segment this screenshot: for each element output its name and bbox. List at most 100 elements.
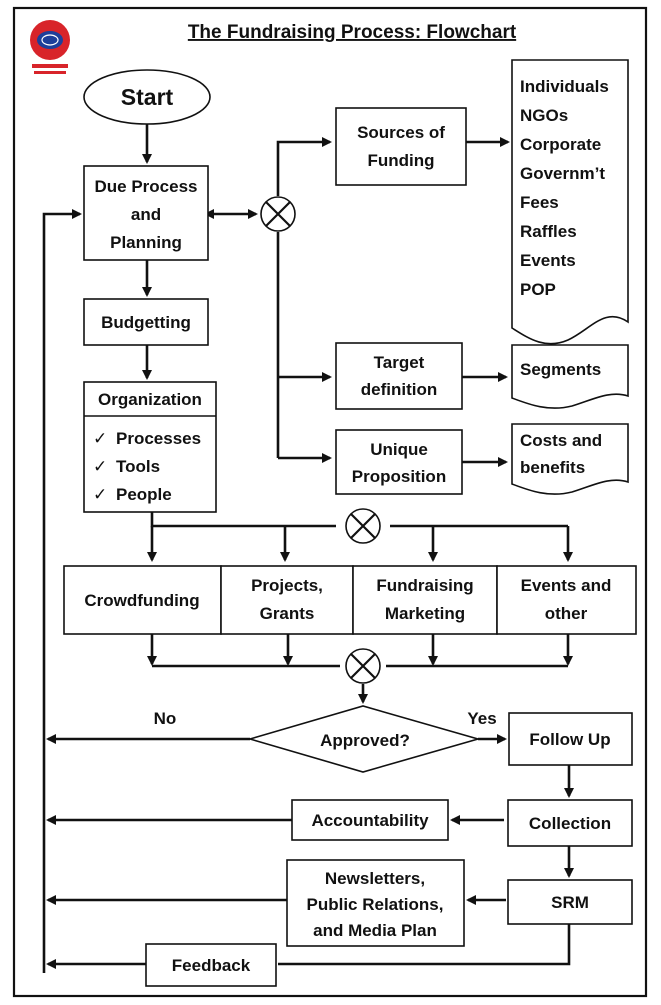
collection-label: Collection — [529, 814, 611, 833]
decision-no-label: No — [154, 709, 177, 728]
collection-box — [507, 799, 633, 847]
budgetting-node: Budgetting — [83, 298, 209, 346]
unique-line-2: Proposition — [352, 467, 446, 486]
sources-line-2: Funding — [367, 151, 434, 170]
organization-header: Organization — [98, 390, 202, 409]
due-process-box — [83, 165, 209, 261]
costs-document — [511, 423, 629, 495]
organization-node: Organization ✓ Processes ✓ Tools ✓ Peopl… — [83, 381, 217, 513]
page-title: The Fundraising Process: Flowchart — [188, 22, 517, 43]
decision-yes-label: Yes — [467, 709, 496, 728]
costs-node: Costs and benefits — [511, 423, 629, 495]
target-line-2: definition — [361, 380, 437, 399]
junction-3 — [345, 648, 381, 684]
sources-line-1: Sources of — [357, 123, 445, 142]
due-process-line-3: Planning — [110, 233, 182, 252]
check-icon: ✓ — [93, 485, 107, 504]
organization-item-processes: Processes — [116, 429, 201, 448]
feedback-label: Feedback — [172, 956, 251, 975]
newsletters-box — [286, 859, 465, 947]
junction-1 — [260, 196, 296, 232]
logo-globe-line — [41, 34, 59, 46]
newsletters-node: Newsletters, Public Relations, and Media… — [286, 859, 465, 947]
target-line-1: Target — [374, 353, 425, 372]
decision-diamond — [247, 705, 481, 773]
org-to-junction-2 — [150, 512, 336, 528]
newsletters-line-3: and Media Plan — [313, 921, 437, 940]
unique-node: Unique Proposition — [335, 429, 463, 495]
junction-2 — [345, 508, 381, 544]
start-ellipse — [83, 69, 211, 125]
arrow-junction-to-sources — [276, 137, 332, 196]
newsletters-line-2: Public Relations, — [307, 895, 444, 914]
budgetting-label: Budgetting — [101, 313, 191, 332]
follow-up-node: Follow Up — [508, 712, 633, 766]
connectors — [42, 124, 574, 973]
channel-events-line-1: Events and — [521, 576, 612, 595]
channel-projects-line-1: Projects, — [251, 576, 323, 595]
channel-events-line-2: other — [545, 604, 588, 623]
segments-label: Segments — [520, 360, 601, 379]
accountability-node: Accountability — [291, 799, 449, 841]
outer-frame — [12, 6, 648, 998]
channel-events-box — [496, 565, 637, 635]
sources-list-item: Corporate — [520, 135, 601, 154]
sources-list-item: Governm’t — [520, 164, 605, 183]
feedback-loop-line — [42, 209, 82, 973]
costs-line-1: Costs and — [520, 431, 602, 450]
sources-list-item: NGOs — [520, 106, 568, 125]
due-process-line-2: and — [131, 205, 161, 224]
channel-projects-line-2: Grants — [260, 604, 315, 623]
newsletters-line-1: Newsletters, — [325, 869, 425, 888]
sources-list-node: Individuals NGOs Corporate Governm’t Fee… — [511, 59, 629, 345]
junction-1-cross — [265, 201, 291, 227]
logo-caption-bar-2 — [34, 71, 66, 74]
srm-node: SRM — [507, 879, 633, 925]
sources-list-item: Individuals — [520, 77, 609, 96]
unique-box — [335, 429, 463, 495]
organization-box — [83, 381, 217, 513]
due-process-line-1: Due Process — [95, 177, 198, 196]
target-node: Target definition — [335, 342, 463, 410]
sources-list-item: Fees — [520, 193, 559, 212]
follow-up-label: Follow Up — [529, 730, 610, 749]
channel-fundraising-box — [352, 565, 498, 635]
collection-node: Collection — [507, 799, 633, 847]
segments-document — [511, 344, 629, 409]
logo — [30, 20, 70, 74]
channel-fundraising-line-1: Fundraising — [376, 576, 473, 595]
sources-list-item: POP — [520, 280, 556, 299]
sources-list-item: Events — [520, 251, 576, 270]
sources-list-document — [511, 59, 629, 345]
costs-line-2: benefits — [520, 458, 585, 477]
sources-list-item: Raffles — [520, 222, 577, 241]
target-box — [335, 342, 463, 410]
check-icon: ✓ — [93, 457, 107, 476]
segments-node: Segments — [511, 344, 629, 409]
feedback-box — [145, 943, 277, 987]
budgetting-box — [83, 298, 209, 346]
decision-node: Approved? No Yes — [154, 705, 497, 773]
due-process-node: Due Process and Planning — [83, 165, 209, 261]
channel-crowdfunding-label: Crowdfunding — [84, 591, 199, 610]
srm-box — [507, 879, 633, 925]
accountability-label: Accountability — [311, 811, 429, 830]
organization-item-tools: Tools — [116, 457, 160, 476]
feedback-node: Feedback — [145, 943, 277, 987]
sources-box — [335, 107, 467, 186]
junction-2-cross — [350, 513, 376, 539]
start-label: Start — [121, 84, 174, 110]
logo-caption-bar-1 — [32, 64, 68, 68]
organization-item-people: People — [116, 485, 172, 504]
decision-label: Approved? — [320, 731, 410, 750]
unique-line-1: Unique — [370, 440, 428, 459]
srm-label: SRM — [551, 893, 589, 912]
channel-crowdfunding-box — [63, 565, 222, 635]
channels-row: Crowdfunding Projects, Grants Fundraisin… — [63, 565, 637, 635]
channel-fundraising-line-2: Marketing — [385, 604, 465, 623]
channel-projects-box — [220, 565, 354, 635]
start-node: Start — [83, 69, 211, 125]
logo-globe — [37, 31, 63, 49]
check-icon: ✓ — [93, 429, 107, 448]
